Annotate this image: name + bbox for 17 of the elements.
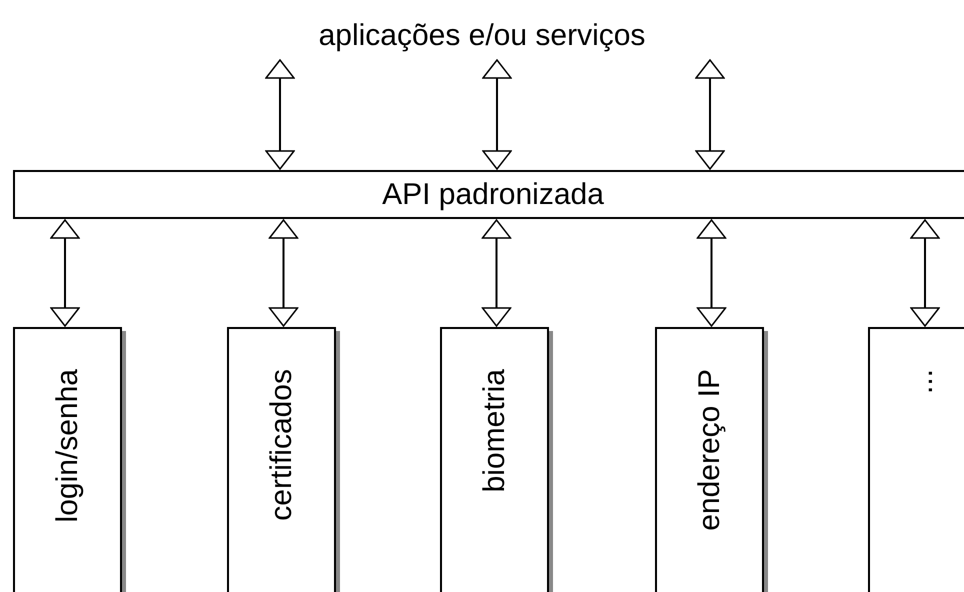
double-arrow <box>265 59 295 170</box>
method-label: ... <box>906 369 940 394</box>
api-label: API padronizada <box>382 178 604 212</box>
double-arrow <box>50 219 80 327</box>
double-arrow <box>268 219 298 327</box>
double-arrow <box>696 219 726 327</box>
method-label: biometria <box>478 369 512 492</box>
api-bar <box>13 170 964 219</box>
method-label: endereço IP <box>692 369 726 531</box>
method-label: login/senha <box>50 369 84 522</box>
double-arrow <box>695 59 725 170</box>
layer-label: aplicações e/ou serviços <box>282 12 682 60</box>
method-column <box>868 327 964 592</box>
double-arrow <box>910 219 940 327</box>
double-arrow <box>482 219 512 327</box>
method-label: certificados <box>264 369 298 521</box>
double-arrow <box>482 59 512 170</box>
